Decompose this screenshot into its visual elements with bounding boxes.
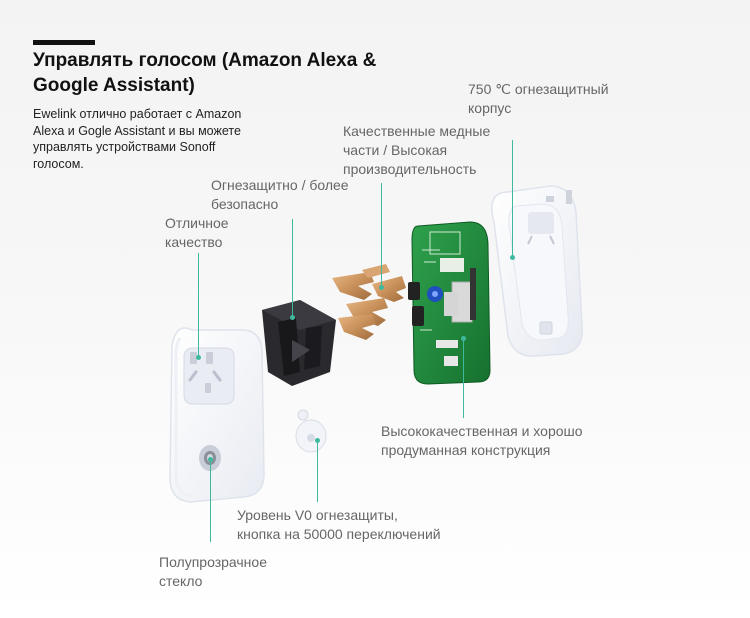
description-line: управлять устройствами Sonoff [33, 140, 216, 154]
connector-dot [461, 336, 466, 341]
description-line: Ewelink отлично работает с Amazon [33, 107, 242, 121]
callout-design: Высококачественная и хорошо продуманная … [381, 422, 583, 460]
callout-text: Уровень V0 огнезащиты, [237, 507, 398, 523]
callout-glass: Полупрозрачное стекло [159, 553, 267, 591]
connector-dot [315, 438, 320, 443]
callout-text: продуманная конструкция [381, 442, 551, 458]
callout-text: Качественные медные [343, 123, 491, 139]
connector-dot [208, 457, 213, 462]
connector-dot [379, 285, 384, 290]
callout-text: безопасно [211, 196, 279, 212]
title-line-1: Управлять голосом (Amazon Alexa & [33, 50, 377, 71]
insulator-frame [262, 300, 336, 386]
description-line: голосом. [33, 156, 84, 171]
description-line: Alexa и Gogle Assistant и вы можете [33, 123, 241, 138]
callout-text: 750 ℃ огнезащитный [468, 81, 609, 97]
callout-text: Высококачественная и хорошо [381, 423, 583, 439]
callout-copper: Качественные медные части / Высокая прои… [343, 122, 490, 179]
callout-text: производительность [343, 161, 477, 177]
description: Ewelink отлично работает с Amazon Alexa … [33, 106, 283, 172]
connector-design [463, 338, 464, 418]
connector-copper [381, 183, 382, 288]
callout-fireproof: Огнезащитно / более безопасно [211, 176, 349, 214]
callout-text: кнопка на 50000 переключений [237, 526, 441, 542]
title-accent-bar [33, 40, 95, 45]
callout-text: корпус [468, 100, 512, 116]
callout-text: части / Высокая [343, 142, 448, 158]
connector-quality [198, 253, 199, 358]
callout-text: стекло [159, 573, 203, 589]
copper-parts [332, 264, 406, 340]
connector-dot [510, 255, 515, 260]
callout-text: Отличное [165, 215, 229, 231]
front-housing [169, 327, 265, 503]
callout-housing: 750 ℃ огнезащитный корпус [468, 80, 609, 118]
callout-text: качество [165, 234, 223, 250]
pcb-board [408, 221, 491, 385]
callout-text: Полупрозрачное [159, 554, 267, 570]
connector-fireproof [292, 219, 293, 318]
page-title: Управлять голосом (Amazon Alexa & Google… [33, 48, 433, 98]
connector-dot [196, 355, 201, 360]
connector-button [317, 440, 318, 502]
callout-quality: Отличное качество [165, 214, 229, 252]
connector-housing [512, 140, 513, 258]
back-housing [491, 185, 583, 357]
title-line-2: Google Assistant) [33, 75, 195, 96]
callout-button: Уровень V0 огнезащиты, кнопка на 50000 п… [237, 506, 441, 544]
callout-text: Огнезащитно / более [211, 177, 349, 193]
connector-dot [290, 315, 295, 320]
button-cap [295, 409, 327, 453]
connector-glass [210, 460, 211, 542]
